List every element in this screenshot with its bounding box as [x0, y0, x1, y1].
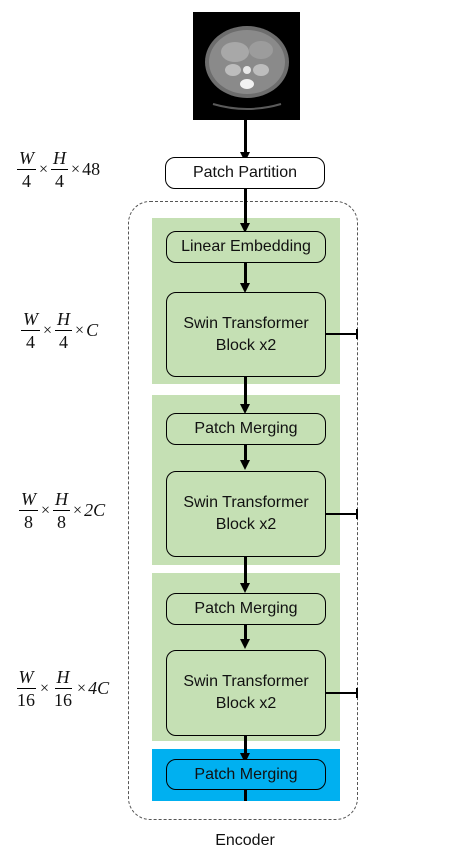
arrow-head: [240, 223, 250, 233]
patch-partition-label: Patch Partition: [192, 164, 298, 181]
skip-connection-2: [326, 513, 356, 515]
patch-merging-3-label: Patch Merging: [194, 765, 298, 783]
swin-block-1-line2: Block x2: [215, 336, 277, 354]
channel-count: C: [86, 320, 99, 340]
arrow-head: [240, 460, 250, 470]
swin-block-1: Swin Transformer Block x2: [166, 292, 326, 377]
connector: [244, 377, 247, 409]
linear-embedding-box: Linear Embedding: [166, 231, 326, 263]
arrow-head: [240, 283, 250, 293]
swin-block-1-line1: Swin Transformer: [183, 314, 309, 332]
patch-merging-2-label: Patch Merging: [194, 600, 298, 617]
patch-merging-box-3: Patch Merging: [166, 759, 326, 790]
times-sign: ×: [77, 679, 87, 697]
arrow-head: [240, 404, 250, 414]
channel-count: 48: [82, 159, 101, 179]
times-sign: ×: [41, 501, 51, 519]
arrow-head: [240, 583, 250, 593]
skip-connection-3: [326, 692, 356, 694]
patch-merging-box-2: Patch Merging: [166, 593, 326, 625]
skip-connection-2-end: [356, 509, 358, 519]
connector: [244, 189, 247, 229]
swin-block-2: Swin Transformer Block x2: [166, 471, 326, 557]
encoder-caption: Encoder: [215, 832, 275, 849]
swin-block-2-line1: Swin Transformer: [183, 494, 309, 511]
skip-connection-3-end: [356, 688, 358, 698]
connector: [244, 625, 247, 642]
skip-connection-1-end: [356, 329, 358, 339]
connector: [244, 736, 247, 757]
connector: [244, 790, 247, 801]
connector: [244, 557, 247, 587]
connector-image-to-partition: [244, 120, 247, 156]
connector: [244, 263, 247, 287]
swin-block-3: Swin Transformer Block x2: [166, 650, 326, 736]
channel-count: 4C: [88, 678, 110, 698]
times-sign: ×: [71, 160, 81, 178]
skip-connection-1: [326, 333, 356, 335]
swin-block-3-line1: Swin Transformer: [183, 673, 309, 690]
ct-input-image: [193, 12, 300, 120]
times-sign: ×: [75, 321, 85, 339]
linear-embedding-label: Linear Embedding: [181, 238, 311, 255]
patch-partition-box: Patch Partition: [165, 157, 325, 189]
times-sign: ×: [73, 501, 83, 519]
times-sign: ×: [39, 160, 49, 178]
swin-block-2-line2: Block x2: [215, 516, 277, 533]
times-sign: ×: [43, 321, 53, 339]
patch-merging-1-label: Patch Merging: [194, 420, 298, 437]
arrow-head: [240, 753, 250, 763]
patch-merging-box-1: Patch Merging: [166, 413, 326, 445]
arrow-head: [240, 639, 250, 649]
channel-count: 2C: [84, 500, 106, 520]
connector: [244, 445, 247, 463]
swin-block-3-line2: Block x2: [215, 695, 277, 712]
ct-scan-graphic: [193, 12, 300, 120]
times-sign: ×: [40, 679, 50, 697]
